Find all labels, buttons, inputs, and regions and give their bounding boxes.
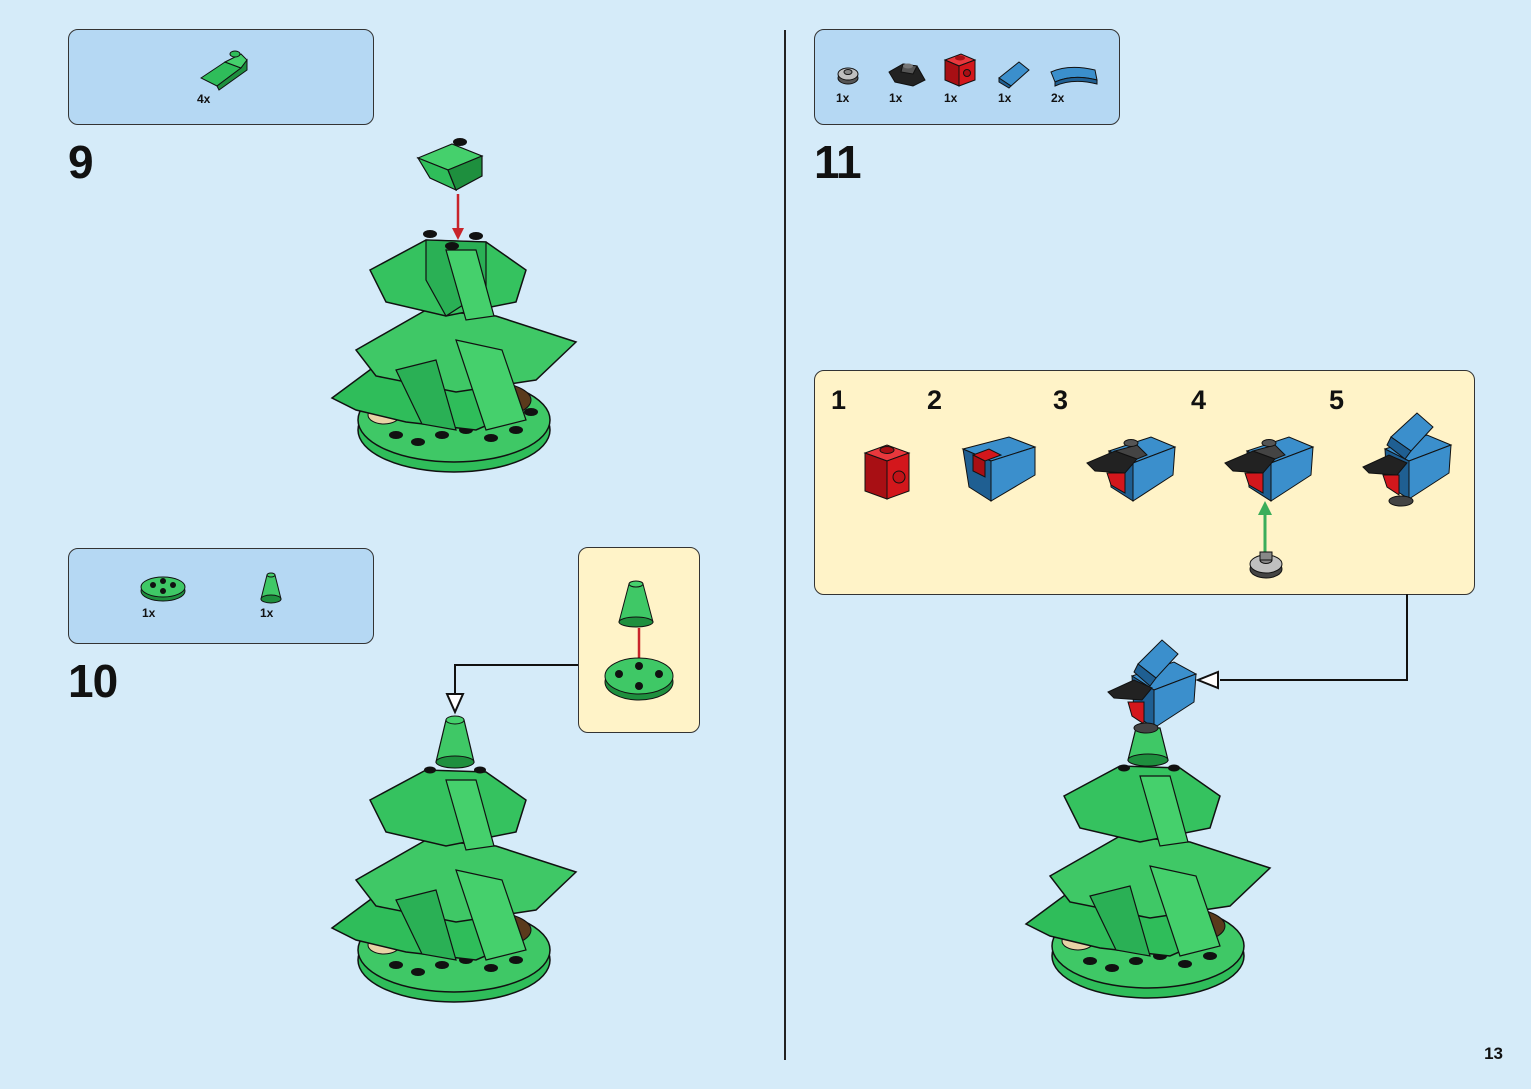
red-headlight-brick-icon [943, 50, 977, 88]
step-11-parts-list: 1x 1x 1x 1x 2x [814, 29, 1120, 125]
substep-1-number: 1 [831, 385, 846, 416]
step-11-part-5-qty: 2x [1051, 91, 1064, 105]
blue-wedge-slope-icon [997, 58, 1031, 88]
step-9-number: 9 [68, 135, 93, 189]
substep-4-green-arrow [1257, 501, 1273, 553]
blue-curved-slope-icon [1049, 64, 1099, 88]
substep-5-number: 5 [1329, 385, 1344, 416]
step-11-number: 11 [814, 135, 861, 189]
substep-3-number: 3 [1053, 385, 1068, 416]
substep-3-assembly [1085, 429, 1177, 505]
step-10-part-2-qty: 1x [260, 606, 273, 620]
substep-4-number: 4 [1191, 385, 1206, 416]
black-beak-wedge-icon [887, 58, 927, 88]
step-11-subassembly-callout: 1 2 3 4 5 [814, 370, 1475, 595]
green-cone-icon [259, 569, 283, 605]
cone-on-plate-illustration [603, 576, 675, 706]
green-round-plate-icon [139, 571, 187, 603]
page-number: 13 [1484, 1044, 1503, 1064]
substep-4-assembly [1223, 429, 1315, 505]
page-divider [784, 30, 786, 1060]
step-9-tree-illustration [326, 130, 586, 480]
step-11-tree-illustration [1020, 636, 1280, 1016]
step-9-parts-list: 4x [68, 29, 374, 125]
gray-round-plate-icon [837, 66, 859, 86]
substep-4-gray-plate [1249, 547, 1283, 581]
step-9-part-qty: 4x [197, 92, 210, 106]
step-11-part-2-qty: 1x [889, 91, 902, 105]
substep-2-assembly [959, 431, 1039, 505]
step-10-number: 10 [68, 654, 117, 708]
step-10-tree-illustration [326, 710, 586, 1010]
step-11-part-3-qty: 1x [944, 91, 957, 105]
green-slope-brick-icon [197, 48, 249, 92]
step-11-part-4-qty: 1x [998, 91, 1011, 105]
step-10-callout [578, 547, 700, 733]
step-10-parts-list: 1x 1x [68, 548, 374, 644]
substep-1-red-brick [863, 439, 913, 503]
substep-2-number: 2 [927, 385, 942, 416]
substep-5-assembly [1361, 409, 1453, 509]
step-11-part-1-qty: 1x [836, 91, 849, 105]
step-10-part-1-qty: 1x [142, 606, 155, 620]
